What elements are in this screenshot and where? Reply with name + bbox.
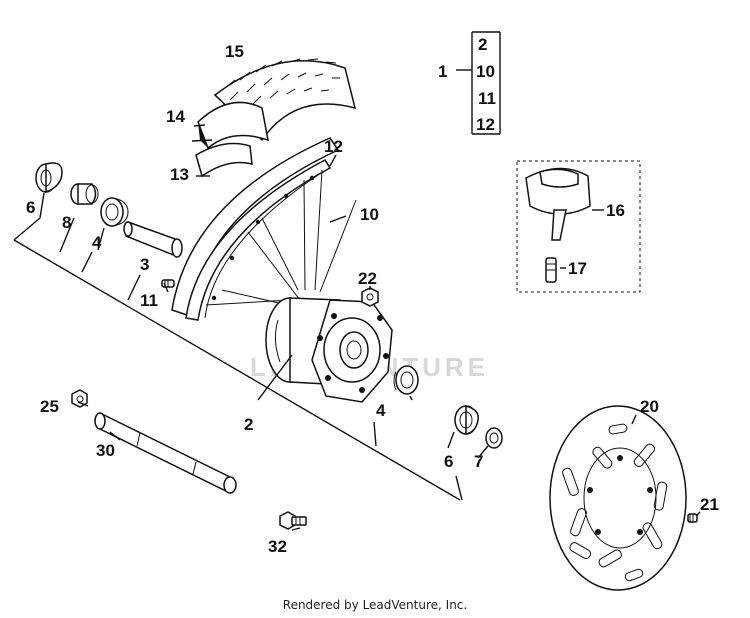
- callout-10: 10: [360, 205, 379, 224]
- bolt-part-21: [687, 513, 698, 523]
- callout-13: 13: [170, 165, 189, 184]
- callout-21: 21: [700, 495, 719, 514]
- callout-30: 30: [96, 441, 115, 460]
- callout-6-right: 6: [444, 452, 453, 471]
- callout-4-left: 4: [92, 233, 102, 252]
- seal-ring-left: [35, 162, 63, 194]
- bushing-right: [485, 427, 503, 449]
- leader-lines: [13, 31, 701, 531]
- seal-ring-right: [454, 405, 479, 435]
- brake-disc-part: [549, 405, 687, 591]
- callout-group-11: 11: [478, 89, 496, 108]
- callout-7: 7: [474, 452, 483, 471]
- valve-box: [516, 160, 641, 293]
- callout-group-2: 2: [478, 35, 487, 54]
- bushing-left: [70, 183, 99, 205]
- hub-part: [265, 297, 393, 403]
- callout-8: 8: [62, 213, 71, 232]
- callout-6-left: 6: [26, 198, 35, 217]
- callout-14: 14: [166, 107, 185, 126]
- bolt-part-32: [279, 511, 307, 530]
- callout-2: 2: [244, 415, 253, 434]
- axle-part: [94, 412, 237, 494]
- callout-32: 32: [268, 537, 287, 556]
- callout-group-12: 12: [476, 115, 495, 134]
- spokes-part: [205, 169, 357, 307]
- bearing-left: [100, 197, 129, 227]
- callout-4-right: 4: [376, 401, 386, 420]
- callout-11: 11: [140, 291, 158, 310]
- callout-22: 22: [358, 269, 377, 288]
- callout-17: 17: [568, 259, 587, 278]
- callout-group-10: 10: [476, 62, 495, 81]
- callout-16: 16: [606, 201, 625, 220]
- callout-12: 12: [324, 137, 343, 156]
- rim-part: [171, 137, 340, 321]
- bearing-right: [393, 365, 419, 395]
- footer-credit: Rendered by LeadVenture, Inc.: [282, 598, 468, 612]
- callout-25: 25: [40, 397, 59, 416]
- tube-part: [197, 101, 269, 150]
- rim-tape-part: [195, 142, 253, 178]
- nut-part-25: [71, 389, 88, 408]
- callout-15: 15: [225, 42, 244, 61]
- callout-20: 20: [640, 397, 659, 416]
- callout-3: 3: [140, 255, 149, 274]
- spacer-tube: [123, 220, 183, 258]
- nut-part-22: [361, 287, 379, 307]
- callout-1: 1: [438, 62, 447, 81]
